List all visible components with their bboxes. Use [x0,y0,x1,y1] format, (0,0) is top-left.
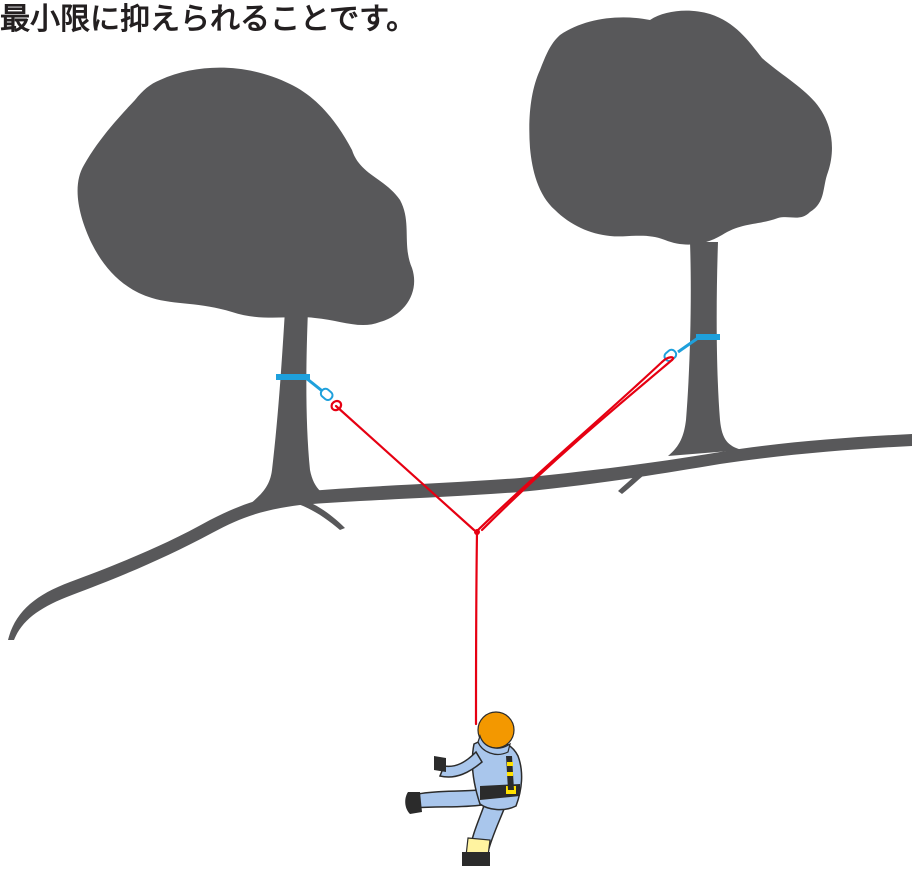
right-tree-sling [696,334,720,340]
left-tree-sling [276,374,310,380]
right-tree [529,10,832,456]
left-tree-canopy [77,67,415,326]
ground-root-left [298,498,345,530]
rope-left-anchor-leg [334,404,476,532]
rope-anchor-loop [660,356,675,364]
rope-system [330,356,675,726]
left-tree [77,67,415,504]
left-tree-trunk [250,310,338,504]
caption-text: 最小限に抑えられることです。 [0,2,417,37]
right-tree-canopy [529,10,832,245]
ground-root-right [618,466,650,494]
rope-right-anchor-leg-1 [476,360,664,532]
right-tree-trunk [668,242,742,456]
rope-main-line [474,530,479,726]
right-sling-tail [677,336,699,354]
ground-slope [8,434,912,640]
rope-right-anchor-leg-2 [480,358,674,532]
left-carabiner-icon [319,387,334,402]
rope-access-worker-icon [405,711,523,866]
rope-left-knot [330,399,343,412]
